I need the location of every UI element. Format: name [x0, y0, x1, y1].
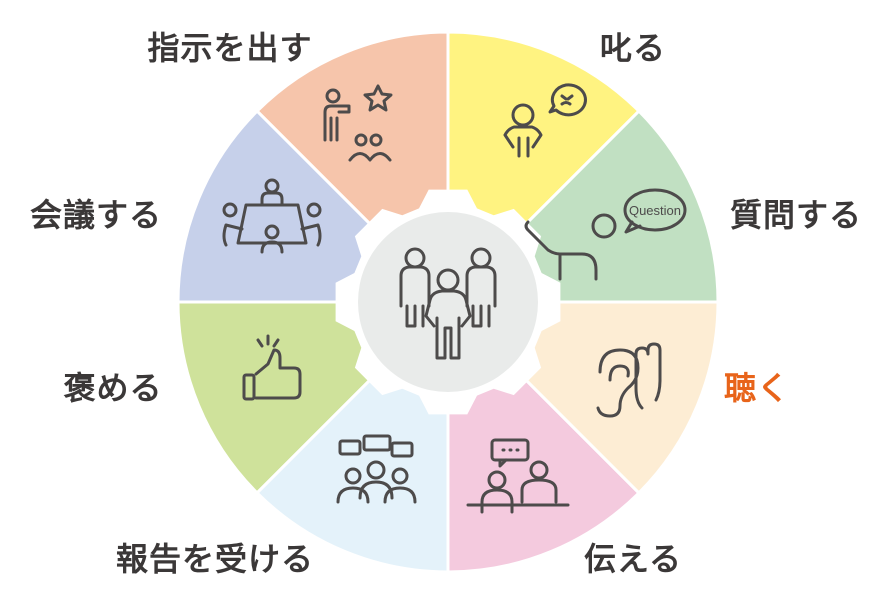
label-receive-report: 報告を受ける	[115, 540, 315, 578]
business-team-icon	[399, 247, 497, 360]
label-hold-meeting: 会議する	[29, 196, 163, 234]
label-listen: 聴く	[723, 369, 791, 407]
question-bubble-text: Question	[629, 203, 681, 218]
instructing-person-icon	[323, 84, 393, 162]
raised-hand-question-icon: Question	[524, 188, 687, 281]
thumbs-up-icon	[242, 334, 302, 401]
center-circle	[358, 212, 538, 392]
meeting-table-icon	[222, 178, 322, 254]
label-ask-question: 質問する	[729, 196, 863, 234]
scolding-person-icon	[503, 83, 587, 158]
conversation-icon	[466, 438, 570, 514]
label-praise: 褒める	[63, 369, 163, 407]
label-scold: 叱る	[599, 29, 667, 67]
label-convey: 伝える	[583, 540, 683, 578]
group-speech-icon	[336, 434, 417, 504]
label-give-instructions: 指示を出す	[147, 29, 313, 67]
ear-listening-icon	[596, 342, 662, 418]
